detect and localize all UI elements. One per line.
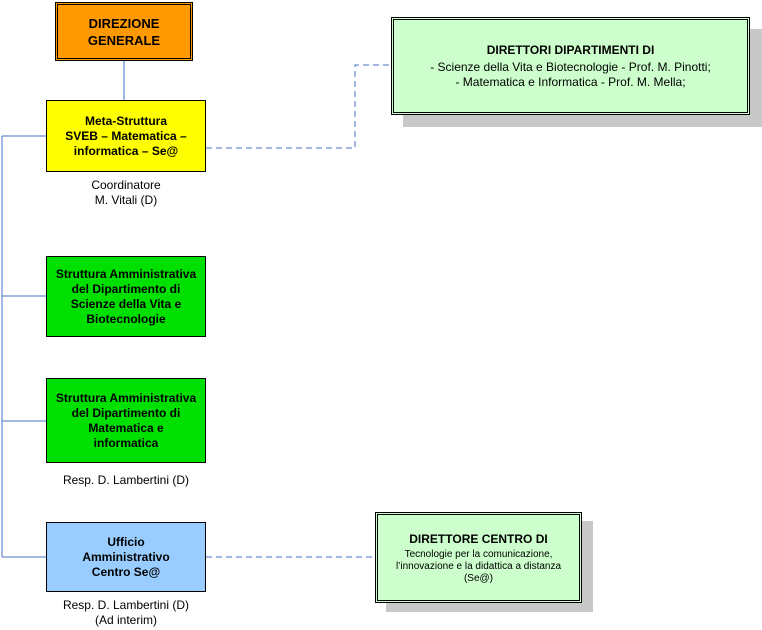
meta-line-1: Meta-Struttura (84, 113, 167, 128)
matematica-caption: Resp. D. Lambertini (D) (46, 473, 206, 488)
direttore-centro-box: DIRETTORE CENTRO DI Tecnologie per la co… (375, 512, 582, 603)
ufficio-line-2: Amministrativo (82, 549, 170, 564)
ufficio-line-1: Ufficio (107, 534, 145, 549)
connector-meta-direttori (206, 64, 391, 149)
meta-caption-line-2: M. Vitali (D) (94, 193, 158, 207)
meta-caption: Coordinatore M. Vitali (D) (46, 178, 206, 208)
scienze-line-3: Scienze della Vita e (70, 296, 182, 311)
meta-line-3: informatica – Se@ (73, 143, 179, 158)
struttura-matematica-box: Struttura Amministrativa del Dipartiment… (46, 378, 206, 463)
meta-caption-line-1: Coordinatore (91, 178, 161, 192)
struttura-scienze-vita-box: Struttura Amministrativa del Dipartiment… (46, 256, 206, 337)
scienze-line-4: Biotecnologie (86, 311, 166, 326)
centro-title: DIRETTORE CENTRO DI (409, 531, 548, 546)
direzione-generale-box: DIREZIONE GENERALE (55, 2, 193, 61)
matematica-line-4: informatica (93, 435, 159, 450)
direttori-dipartimenti-box: DIRETTORI DIPARTIMENTI DI - Scienze dell… (391, 17, 750, 115)
ufficio-centro-box: Ufficio Amministrativo Centro Se@ (46, 522, 206, 592)
matematica-caption-line-1: Resp. D. Lambertini (D) (62, 473, 190, 487)
ufficio-caption-line-2: (Ad interim) (94, 613, 157, 627)
scienze-line-2: del Dipartimento di (71, 281, 181, 296)
centro-line-3: (Se@) (463, 572, 494, 584)
direttori-title: DIRETTORI DIPARTIMENTI DI (486, 42, 655, 57)
meta-struttura-box: Meta-Struttura SVEB – Matematica – infor… (46, 100, 206, 172)
direzione-line-1: DIREZIONE (88, 15, 160, 31)
matematica-line-2: del Dipartimento di (71, 405, 181, 420)
ufficio-line-3: Centro Se@ (91, 564, 161, 579)
direttori-line-2: - Matematica e Informatica - Prof. M. Me… (455, 74, 686, 89)
meta-line-2: SVEB – Matematica – (65, 128, 187, 143)
direttori-line-1: - Scienze della Vita e Biotecnologie - P… (430, 59, 711, 74)
direzione-line-2: GENERALE (87, 32, 161, 48)
ufficio-caption-line-1: Resp. D. Lambertini (D) (62, 598, 190, 612)
scienze-line-1: Struttura Amministrativa (55, 266, 197, 281)
centro-line-2: l’innovazione e la didattica a distanza (395, 560, 562, 572)
matematica-line-1: Struttura Amministrativa (55, 390, 197, 405)
centro-line-1: Tecnologie per la comunicazione, (404, 548, 553, 560)
ufficio-caption: Resp. D. Lambertini (D) (Ad interim) (36, 598, 216, 628)
matematica-line-3: Matematica e (88, 420, 164, 435)
